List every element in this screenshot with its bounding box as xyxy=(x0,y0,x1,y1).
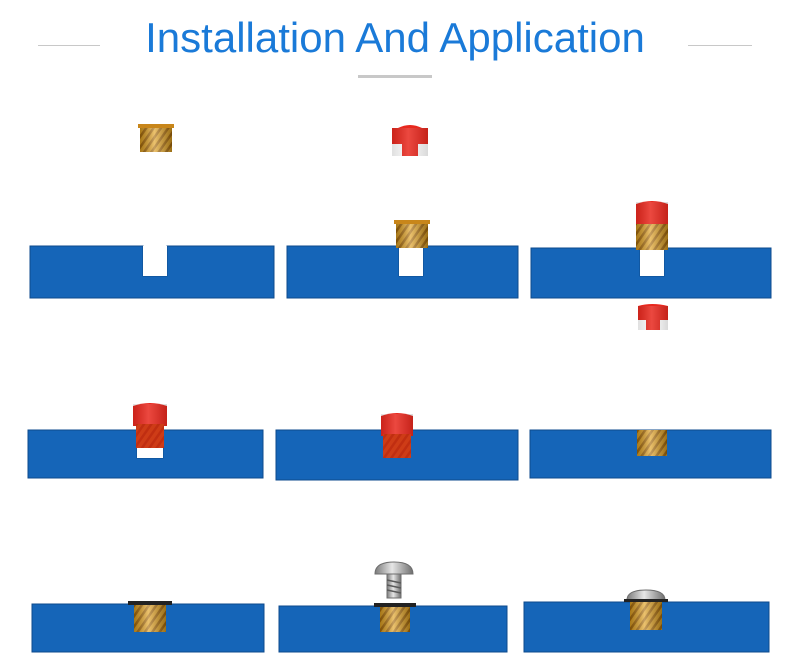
brass-insert xyxy=(636,224,668,250)
step-7 xyxy=(31,601,265,653)
brass-insert xyxy=(637,430,667,456)
pilot-hole xyxy=(640,248,664,276)
heat-tool xyxy=(392,125,428,156)
pilot-hole xyxy=(137,448,163,458)
step-2 xyxy=(286,125,519,299)
machine-screw xyxy=(374,561,414,599)
step-9 xyxy=(523,589,770,653)
heat-tool xyxy=(381,413,413,458)
title-divider-right xyxy=(688,45,752,46)
machine-screw-head xyxy=(624,589,668,602)
heat-tool xyxy=(133,403,167,448)
brass-insert xyxy=(394,220,430,248)
brass-insert xyxy=(128,601,172,632)
title-underline xyxy=(358,75,432,78)
brass-insert xyxy=(138,124,174,152)
brass-insert xyxy=(374,603,416,632)
pilot-hole xyxy=(399,246,423,276)
page-title: Installation And Application xyxy=(145,14,645,61)
step-1 xyxy=(29,124,275,299)
step-5 xyxy=(275,413,519,481)
step-6 xyxy=(529,429,772,479)
step-4 xyxy=(27,403,264,479)
pilot-hole xyxy=(143,246,167,276)
heat-tool-tip xyxy=(638,304,668,330)
step-8 xyxy=(278,561,508,653)
title-divider-left xyxy=(38,45,100,46)
brass-insert xyxy=(630,602,662,630)
heat-tool xyxy=(636,201,668,224)
step-3 xyxy=(530,201,772,330)
